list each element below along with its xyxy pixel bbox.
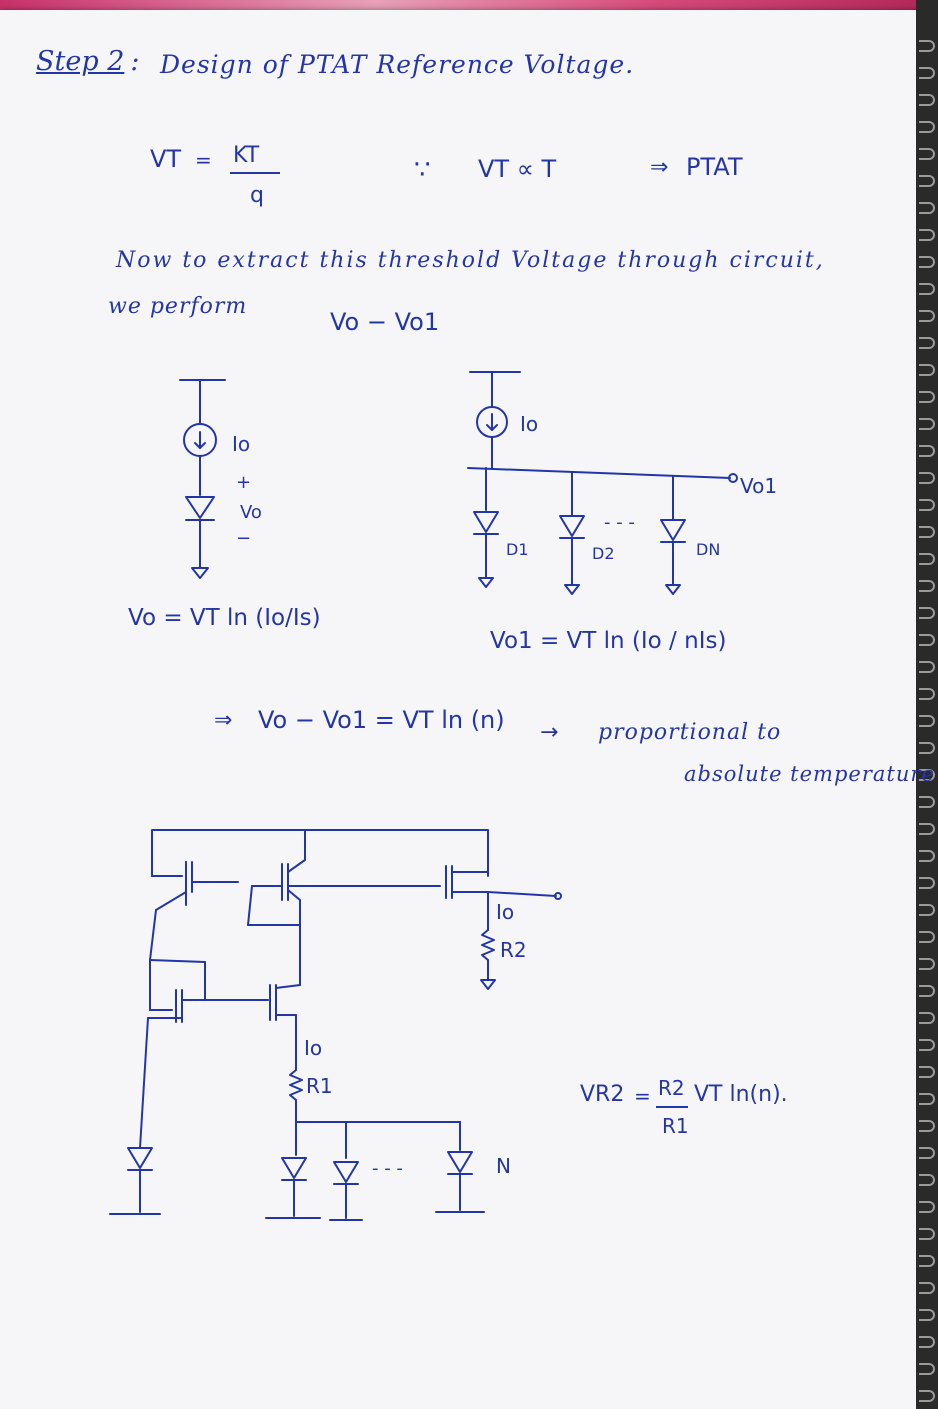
formula-vt-denominator: q [250,183,264,208]
spiral-ring [919,688,935,700]
spiral-ring [919,1336,935,1348]
spiral-ring [919,1201,935,1213]
spiral-ring [919,337,935,349]
circuit1-equation: Vo = VT ln (Io/Is) [128,605,321,631]
spiral-ring [919,418,935,430]
spiral-ring [919,526,935,538]
proportional-expr: VT ∝ T [478,155,557,183]
spiral-ring [919,877,935,889]
spiral-ring [919,283,935,295]
because-symbol: ∵ [414,155,431,185]
circuit1-minus: − [236,528,252,549]
circuit3-io-top: Io [496,900,515,924]
circuit2-dn-label: DN [696,540,721,559]
formula-vt-numerator: KT [233,143,260,168]
circuit2-d2-label: D2 [592,544,615,563]
spiral-ring [919,931,935,943]
circuit3-bandgap-schematic [109,829,562,1221]
circuit1-single-diode [179,379,226,579]
formula-vt-fraction-bar [230,172,280,174]
circuit3-n-label: N [496,1154,511,1178]
circuit3-dots: - - - [372,1158,403,1179]
spiral-ring [919,1228,935,1240]
spiral-ring [919,310,935,322]
spiral-ring [919,40,935,52]
spiral-ring [919,715,935,727]
result-implies: ⇒ [214,708,233,733]
final-rest: VT ln(n). [694,1082,788,1107]
spiral-ring [919,661,935,673]
spiral-ring [919,769,935,781]
spiral-ring [919,256,935,268]
spiral-ring [919,1282,935,1294]
spiral-ring [919,445,935,457]
circuit2-dots: - - - [604,512,635,533]
circuit3-r2-label: R2 [500,938,527,962]
ptat-label: PTAT [686,153,743,181]
step-label: Step 2: [36,46,140,77]
circuit1-plus: + [236,472,252,493]
spiral-ring [919,1147,935,1159]
circuit2-d1-label: D1 [506,540,529,559]
spiral-ring [919,499,935,511]
circuit3-io-bottom: Io [304,1036,323,1060]
result-arrow: → [540,720,559,745]
spiral-ring [919,1390,935,1402]
spiral-ring [919,850,935,862]
spiral-ring [919,1309,935,1321]
spiral-ring [919,985,935,997]
spiral-ring [919,742,935,754]
spiral-ring [919,94,935,106]
circuit3-r1-label: R1 [306,1074,333,1098]
spiral-ring [919,175,935,187]
spiral-binding [916,0,938,1409]
circuit2-equation: Vo1 = VT ln (Io / nIs) [490,628,727,654]
spiral-ring [919,634,935,646]
final-eq: = [634,1084,651,1108]
circuit1-source-label: Io [232,432,251,456]
paragraph-expr: Vo − Vo1 [330,308,440,336]
spiral-ring [919,1039,935,1051]
spiral-ring [919,1093,935,1105]
spiral-ring [919,553,935,565]
spiral-ring [919,472,935,484]
circuit1-voltage: Vo [240,502,262,523]
spiral-ring [919,229,935,241]
result-text-line2: absolute temperature [684,762,935,786]
spiral-ring [919,391,935,403]
spiral-ring [919,1012,935,1024]
implies-arrow: ⇒ [650,155,669,180]
circuit2-n-diodes [467,371,738,595]
page-title: Design of PTAT Reference Voltage. [160,50,635,79]
final-numerator: R2 [658,1076,685,1100]
spiral-ring [919,580,935,592]
final-denominator: R1 [662,1114,689,1138]
spiral-ring [919,823,935,835]
paragraph-line1: Now to extract this threshold Voltage th… [116,248,825,273]
spiral-ring [919,1363,935,1375]
result-expression: Vo − Vo1 = VT ln (n) [258,706,505,734]
circuit2-output-label: Vo1 [740,474,778,498]
spiral-ring [919,607,935,619]
spiral-ring [919,67,935,79]
spiral-ring [919,202,935,214]
spiral-ring [919,904,935,916]
final-lhs: VR2 [580,1082,625,1107]
spiral-ring [919,1255,935,1267]
final-fraction-bar [656,1106,688,1108]
spiral-ring [919,1174,935,1186]
spiral-ring [919,958,935,970]
result-text-line1: proportional to [598,720,782,745]
spiral-ring [919,364,935,376]
formula-vt-eq: = [195,148,212,172]
spiral-ring [919,796,935,808]
circuit2-source-label: Io [520,412,539,436]
spiral-ring [919,121,935,133]
spiral-ring [919,1120,935,1132]
spiral-ring [919,148,935,160]
paragraph-line2: we perform [108,294,248,319]
formula-vt-lhs: VT [150,145,182,173]
spiral-ring [919,1066,935,1078]
